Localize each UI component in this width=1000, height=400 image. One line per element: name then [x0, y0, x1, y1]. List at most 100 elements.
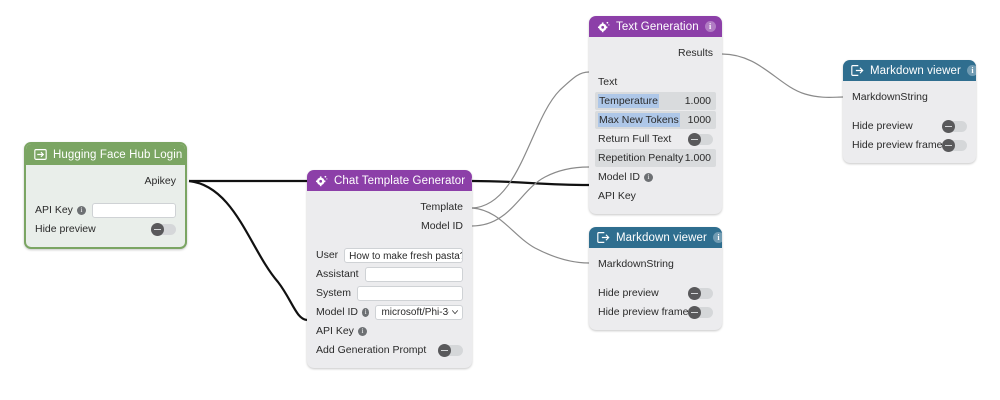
- input-label: MarkdownString: [598, 258, 674, 270]
- model-id-select[interactable]: microsoft/Phi-3-mir: [375, 304, 463, 320]
- param-value[interactable]: 1000: [687, 114, 711, 126]
- param-value[interactable]: 1.000: [684, 95, 711, 107]
- node-hugging-face-hub-login[interactable]: Hugging Face Hub Login i Apikey API Key …: [24, 142, 187, 249]
- gear-sparkle-icon: [315, 175, 328, 187]
- node-title: Hugging Face Hub Login: [53, 148, 183, 161]
- field-label: API Key: [35, 204, 73, 216]
- param-row-max-new-tokens[interactable]: Max New Tokens 1000: [595, 111, 716, 129]
- param-row-temperature[interactable]: Temperature 1.000: [595, 92, 716, 110]
- output-row-apikey[interactable]: Apikey: [26, 172, 185, 190]
- node-text-generation[interactable]: Text Generation i Results Text: [589, 16, 722, 214]
- field-row-system[interactable]: System: [307, 284, 472, 302]
- node-title: Chat Template Generator: [334, 174, 466, 187]
- user-input[interactable]: How to make fresh pasta?: [344, 247, 463, 263]
- info-icon[interactable]: i: [966, 65, 976, 76]
- edge-apikey-to-chat-apikey: [188, 179, 308, 322]
- node-markdown-viewer-bottom[interactable]: Markdown viewer i MarkdownString Hide pr…: [589, 227, 722, 330]
- add-generation-prompt-toggle[interactable]: [438, 343, 463, 357]
- node-body: Apikey API Key i Hide preview: [26, 165, 185, 247]
- param-row-model-id[interactable]: Model ID i: [589, 168, 722, 186]
- spacer: [843, 107, 976, 116]
- login-arrow-icon: [34, 149, 47, 160]
- model-id-value: microsoft/Phi-3-mir: [381, 306, 449, 318]
- node-header[interactable]: Chat Template Generator i: [307, 170, 472, 191]
- param-row-return-full-text[interactable]: Return Full Text: [589, 130, 722, 148]
- node-markdown-viewer-top[interactable]: Markdown viewer i MarkdownString Hide pr…: [843, 60, 976, 163]
- input-row-markdownstring[interactable]: MarkdownString: [843, 88, 976, 106]
- param-label: API Key: [598, 190, 636, 202]
- field-row-user[interactable]: User How to make fresh pasta?: [307, 246, 472, 264]
- output-label: Model ID: [420, 220, 463, 232]
- info-icon[interactable]: i: [644, 172, 654, 182]
- field-label: Model ID: [316, 306, 359, 318]
- param-label: Max New Tokens: [598, 113, 680, 127]
- api-key-input[interactable]: [91, 202, 176, 218]
- node-header[interactable]: Hugging Face Hub Login i: [26, 144, 185, 165]
- param-label: Repetition Penalty: [598, 152, 684, 164]
- node-header[interactable]: Markdown viewer i: [843, 60, 976, 81]
- edge-results-to-markdown-top: [721, 53, 844, 98]
- node-title: Markdown viewer: [870, 64, 961, 77]
- edge-template-to-markdown-bottom: [471, 207, 590, 264]
- toggle-label: Add Generation Prompt: [316, 344, 427, 356]
- return-full-text-toggle[interactable]: [688, 132, 713, 146]
- field-row-model-id[interactable]: Model ID i microsoft/Phi-3-mir: [307, 303, 472, 321]
- hide-preview-toggle[interactable]: [688, 286, 713, 300]
- output-row-results[interactable]: Results: [589, 44, 722, 62]
- output-row-model-id[interactable]: Model ID: [307, 217, 472, 235]
- field-label: System: [316, 287, 352, 299]
- spacer: [307, 236, 472, 245]
- spacer: [26, 191, 185, 200]
- param-row-api-key[interactable]: API Key: [589, 187, 722, 205]
- spacer: [589, 274, 722, 283]
- hide-preview-frame-toggle[interactable]: [688, 305, 714, 319]
- toggle-label: Hide preview: [35, 223, 96, 235]
- toggle-row-hide-preview[interactable]: Hide preview: [589, 284, 722, 302]
- node-body: Results Text Temperature: [589, 37, 722, 214]
- spacer: [589, 63, 722, 72]
- export-arrow-icon: [851, 65, 864, 76]
- toggle-label: Hide preview: [852, 120, 913, 132]
- node-chat-template-generator[interactable]: Chat Template Generator i Template Model…: [307, 170, 472, 368]
- toggle-row-hide-preview[interactable]: Hide preview: [843, 117, 976, 135]
- toggle-row-hide-preview[interactable]: Hide preview: [26, 220, 185, 238]
- gear-sparkle-icon: [597, 21, 610, 33]
- param-label: Text: [598, 76, 618, 88]
- field-row-assistant[interactable]: Assistant: [307, 265, 472, 283]
- node-header[interactable]: Markdown viewer i: [589, 227, 722, 248]
- toggle-label: Hide preview: [598, 287, 659, 299]
- output-row-template[interactable]: Template: [307, 198, 472, 216]
- param-row-repetition-penalty[interactable]: Repetition Penalty 1.000: [595, 149, 716, 167]
- toggle-row-add-generation-prompt[interactable]: Add Generation Prompt: [307, 341, 472, 359]
- chevron-down-icon: [451, 310, 459, 315]
- param-label: Return Full Text: [598, 133, 672, 145]
- info-icon[interactable]: i: [712, 232, 722, 243]
- field-label: API Key: [316, 325, 354, 337]
- edge-modelid-to-modelid: [471, 166, 590, 227]
- node-header[interactable]: Text Generation i: [589, 16, 722, 37]
- toggle-row-hide-preview-frame[interactable]: Hide preview frame: [589, 303, 722, 321]
- info-icon[interactable]: i: [362, 307, 370, 317]
- hide-preview-frame-toggle[interactable]: [942, 138, 968, 152]
- field-row-api-key[interactable]: API Key i: [307, 322, 472, 340]
- toggle-row-hide-preview-frame[interactable]: Hide preview frame: [843, 136, 976, 154]
- info-icon[interactable]: i: [704, 21, 716, 32]
- hide-preview-toggle[interactable]: [151, 222, 176, 236]
- node-title: Text Generation: [616, 20, 699, 33]
- info-icon[interactable]: i: [76, 205, 86, 215]
- node-body: Template Model ID User: [307, 191, 472, 368]
- param-row-text[interactable]: Text: [589, 73, 722, 91]
- input-row-markdownstring[interactable]: MarkdownString: [589, 255, 722, 273]
- input-label: MarkdownString: [852, 91, 928, 103]
- param-value[interactable]: 1.000: [684, 152, 711, 164]
- field-label: Assistant: [316, 268, 359, 280]
- output-label: Template: [420, 201, 463, 213]
- output-label: Results: [677, 47, 713, 59]
- assistant-input[interactable]: [364, 266, 463, 282]
- hide-preview-toggle[interactable]: [942, 119, 967, 133]
- info-icon[interactable]: i: [357, 326, 367, 336]
- info-icon[interactable]: i: [471, 175, 472, 186]
- field-row-api-key[interactable]: API Key i: [26, 201, 185, 219]
- system-input[interactable]: [357, 285, 463, 301]
